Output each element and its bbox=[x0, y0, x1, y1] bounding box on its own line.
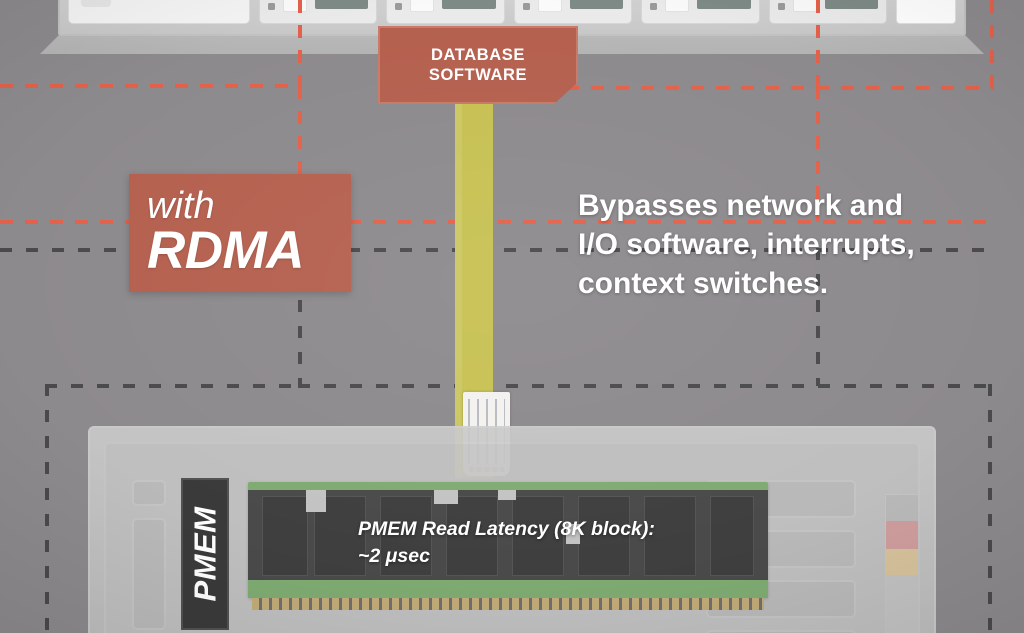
dimm-notch bbox=[498, 490, 516, 500]
status-led-icon bbox=[650, 2, 658, 10]
indicator-segment-red bbox=[886, 521, 918, 549]
dark-dashed-line-vertical-left bbox=[298, 248, 302, 386]
dimm-pcb-edge bbox=[248, 588, 768, 598]
chassis-bay bbox=[706, 630, 856, 633]
memory-chip bbox=[578, 496, 630, 576]
database-software-banner: DATABASE SOFTWARE bbox=[378, 26, 578, 104]
rack-unit-server-blade bbox=[259, 0, 378, 24]
memory-chip bbox=[446, 496, 498, 576]
dimm-notch bbox=[434, 490, 458, 504]
status-led-icon bbox=[777, 2, 785, 10]
database-banner-line-2: SOFTWARE bbox=[429, 65, 527, 85]
blade-panel bbox=[442, 0, 496, 9]
latency-line-2: ~2 μsec bbox=[358, 543, 655, 570]
memory-chip bbox=[512, 496, 564, 576]
blade-leds bbox=[395, 0, 403, 10]
rack-unit-server-blade bbox=[513, 0, 633, 24]
blade-panel bbox=[697, 0, 751, 9]
dimm-chip-bank bbox=[248, 490, 768, 580]
indicator-segment-amber bbox=[886, 549, 918, 575]
indicator-segment-gray bbox=[886, 495, 918, 521]
latency-line-1: PMEM Read Latency (8K block): bbox=[358, 516, 655, 543]
rack-body bbox=[58, 0, 966, 36]
orange-dashed-line-top-right bbox=[566, 86, 994, 90]
status-led-icon bbox=[268, 2, 275, 10]
rack-unit-power-module bbox=[896, 0, 957, 24]
blade-panel bbox=[569, 0, 624, 9]
chassis-indicator-strip bbox=[885, 494, 919, 633]
dark-dashed-line-bottom-left-edge bbox=[45, 384, 49, 633]
orange-dashed-line-down-left bbox=[298, 86, 302, 222]
blade-drive-icon bbox=[665, 0, 690, 12]
memory-chip bbox=[644, 496, 696, 576]
description-line-3: context switches. bbox=[578, 264, 958, 303]
memory-chip bbox=[380, 496, 432, 576]
rack-unit-server-blade bbox=[386, 0, 505, 24]
module-knob-icon bbox=[81, 0, 111, 7]
orange-dashed-line-vertical-left bbox=[298, 0, 302, 86]
dimm-notch bbox=[566, 524, 580, 544]
blade-panel bbox=[315, 0, 369, 9]
status-led-icon bbox=[395, 2, 403, 10]
cable-highlight bbox=[455, 96, 462, 478]
rdma-callout-with: with bbox=[147, 186, 351, 224]
database-banner-line-1: DATABASE bbox=[431, 45, 525, 65]
orange-dashed-line-vertical-right bbox=[816, 0, 820, 88]
blade-leds bbox=[777, 0, 785, 10]
orange-dashed-line-vertical-far-right bbox=[990, 0, 994, 88]
description-line-2: I/O software, interrupts, bbox=[578, 225, 958, 264]
indicator-segment-light bbox=[886, 575, 918, 632]
blade-leds bbox=[522, 0, 530, 10]
memory-chip bbox=[262, 496, 308, 576]
blade-panel bbox=[824, 0, 879, 9]
chassis-bay bbox=[132, 480, 166, 506]
dark-dashed-line-bottom-frame-right bbox=[298, 384, 992, 388]
dark-dashed-line-bottom-right-edge bbox=[988, 384, 992, 633]
description-line-1: Bypasses network and bbox=[578, 186, 958, 225]
blade-drive-icon bbox=[537, 0, 562, 12]
rack-unit-control-module bbox=[68, 0, 250, 24]
blade-drive-icon bbox=[410, 0, 435, 12]
orange-dashed-line-top-left bbox=[0, 84, 300, 88]
pmem-dimm-module bbox=[248, 482, 768, 610]
description-text: Bypasses network and I/O software, inter… bbox=[578, 186, 958, 303]
rdma-callout-box: with RDMA bbox=[129, 174, 351, 292]
rack-unit-server-blade bbox=[768, 0, 888, 24]
blade-leds bbox=[268, 0, 275, 10]
chassis-bay bbox=[132, 518, 166, 630]
orange-dashed-line-mid-right bbox=[348, 220, 994, 224]
memory-chip bbox=[710, 496, 754, 576]
status-led-icon bbox=[522, 2, 530, 10]
blade-leds bbox=[650, 0, 658, 10]
dark-dashed-line-mid-right bbox=[348, 248, 994, 252]
rack-unit-server-blade bbox=[641, 0, 760, 24]
dark-dashed-line-bottom-frame-left bbox=[45, 384, 301, 388]
dimm-gold-contacts bbox=[252, 598, 764, 610]
orange-dashed-line-down-right bbox=[816, 86, 820, 222]
dark-dashed-line-vertical-right bbox=[816, 248, 820, 386]
pmem-latency-caption: PMEM Read Latency (8K block): ~2 μsec bbox=[358, 516, 655, 571]
dimm-notch bbox=[306, 490, 326, 512]
pmem-label-badge: PMEM bbox=[181, 478, 229, 630]
rdma-callout-title: RDMA bbox=[147, 224, 351, 278]
